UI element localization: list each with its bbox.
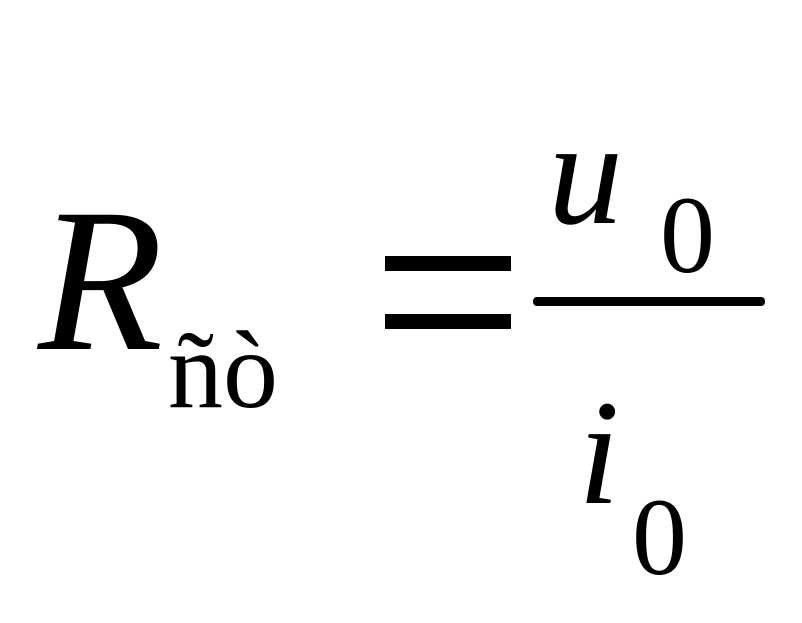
numerator-symbol: u <box>548 90 623 256</box>
lhs-subscript: ñò <box>168 309 278 431</box>
denominator-subscript: 0 <box>632 476 687 598</box>
denominator-symbol: i <box>578 370 620 536</box>
numerator-subscript: 0 <box>660 174 715 296</box>
lhs-symbol: R <box>38 167 164 394</box>
equals-bar-top <box>385 256 511 271</box>
fraction-bar <box>533 297 765 306</box>
equals-bar-bottom <box>385 314 511 329</box>
